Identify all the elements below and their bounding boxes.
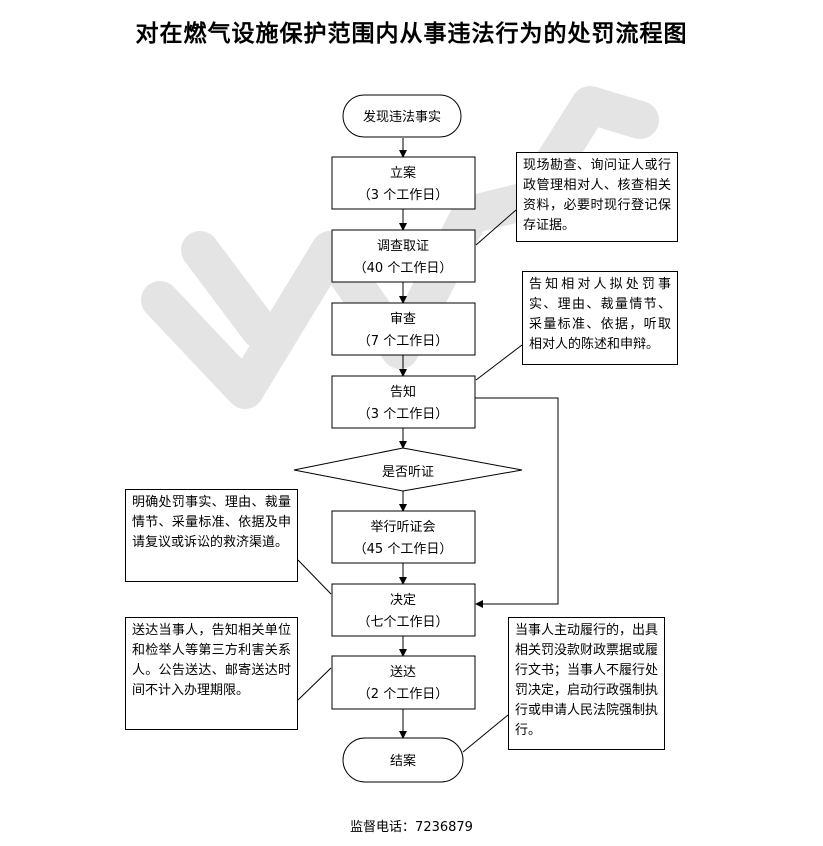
gaozhi-label: 告知	[390, 384, 416, 400]
end-node	[342, 737, 464, 783]
shencha-label: 审查	[390, 312, 416, 327]
jueding-label: 决定	[390, 593, 416, 608]
diaocha-node	[331, 229, 476, 283]
supervision-phone: 监督电话：7236879	[0, 816, 823, 835]
gaozhi-node	[331, 375, 476, 429]
lian-node	[331, 156, 476, 210]
diaocha-days: （40 个工作日）	[354, 261, 453, 276]
page-title: 对在燃气设施保护范围内从事违法行为的处罚流程图	[135, 21, 688, 47]
tingzheng-label: 举行听证会	[370, 520, 435, 535]
note-execute: 当事人主动履行的，出具相关罚没款财政票据或履行文书；当事人不履行处罚决定，启动行…	[508, 617, 665, 750]
supervision-phone-label: 监督电话：	[350, 820, 416, 835]
note-inform: 告知相对人拟处罚事实、理由、裁量情节、采量标准、依据，听取相对人的陈述和申辩。	[522, 271, 678, 365]
songda-label: 送达	[390, 665, 416, 680]
supervision-phone-number: 7236879	[415, 820, 473, 835]
start-node	[342, 94, 462, 138]
jueding-node	[331, 583, 476, 637]
songda-node	[331, 655, 476, 710]
start-node-label: 发现违法事实	[363, 109, 441, 125]
tingzheng-node	[331, 510, 476, 564]
lian-label: 立案	[390, 166, 416, 181]
decision-label: 是否听证	[382, 465, 434, 480]
decision-node	[293, 447, 523, 492]
tingzheng-days: （45 个工作日）	[354, 542, 453, 557]
shencha-days: （7 个工作日）	[358, 334, 448, 349]
note-deliver: 送达当事人，告知相关单位和检举人等第三方利害关系人。公告送达、邮寄送达时间不计入…	[125, 617, 298, 730]
note-survey: 现场勘查、询问证人或行政管理相对人、核查相关资料，必要时现行登记保存证据。	[516, 152, 678, 242]
shencha-node	[331, 302, 476, 356]
lian-days: （3 个工作日）	[358, 188, 448, 203]
gaozhi-days: （3 个工作日）	[358, 407, 448, 422]
end-node-label: 结案	[390, 754, 416, 769]
note-clarify: 明确处罚事实、理由、裁量情节、采量标准、依据及申请复议或诉讼的救济渠道。	[125, 489, 298, 582]
diaocha-label: 调查取证	[377, 239, 429, 254]
connectors	[297, 138, 559, 753]
jueding-days: （七个工作日）	[357, 615, 448, 630]
songda-days: （2 个工作日）	[358, 687, 448, 702]
